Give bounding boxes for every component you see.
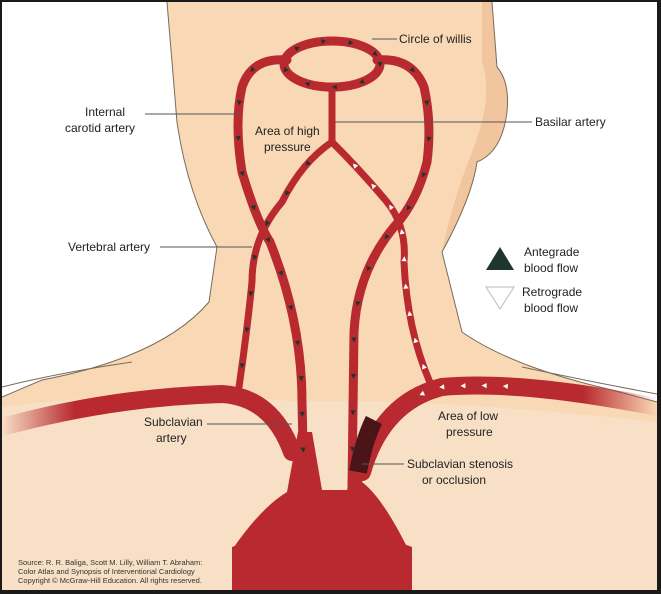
flow-arrow <box>351 337 357 343</box>
left-subclavian-artery <box>2 385 301 461</box>
flow-arrow <box>406 204 412 211</box>
flow-arrow <box>377 61 383 67</box>
label-low-pressure-2: pressure <box>446 425 493 439</box>
flow-arrow <box>352 163 359 169</box>
label-circle-of-willis: Circle of willis <box>399 32 472 46</box>
flow-arrow <box>278 270 284 277</box>
flow-arrow <box>419 390 426 396</box>
flow-arrow <box>299 411 305 417</box>
flow-arrow <box>250 204 256 211</box>
flow-arrow <box>355 300 361 307</box>
label-subclavian-2: artery <box>156 431 187 445</box>
label-internal-carotid-1: Internal <box>85 105 125 119</box>
label-retrograde-1: Retrograde <box>522 285 582 299</box>
right-subclavian-artery <box>353 376 657 481</box>
label-basilar: Basilar artery <box>535 115 606 129</box>
label-internal-carotid-2: carotid artery <box>65 121 135 135</box>
source-line-3: Copyright © McGraw-Hill Education. All r… <box>18 576 202 585</box>
flow-arrow <box>426 136 432 142</box>
flow-arrow <box>371 183 377 190</box>
flow-arrow <box>265 220 271 227</box>
flow-arrow <box>502 383 508 390</box>
flow-arrow <box>421 363 427 370</box>
flow-arrow <box>321 38 327 45</box>
flow-arrow <box>350 373 357 379</box>
flow-arrow <box>294 340 300 346</box>
flow-arrow <box>244 327 250 333</box>
retrograde-triangle-icon <box>485 286 515 310</box>
label-high-pressure-1: Area of high <box>255 124 320 138</box>
label-subclavian-1: Subclavian <box>144 415 203 429</box>
source-citation: Source: R. R. Baliga, Scott M. Lilly, Wi… <box>18 558 202 585</box>
flow-markers <box>235 38 508 453</box>
label-stenosis-1: Subclavian stenosis <box>407 457 513 471</box>
label-antegrade-2: blood flow <box>524 261 578 275</box>
flow-arrow <box>294 46 300 52</box>
flow-arrow <box>239 170 245 177</box>
subclavian-stenosis <box>349 415 383 474</box>
flow-arrow <box>399 229 405 235</box>
flow-arrow <box>239 363 245 369</box>
flow-arrow <box>409 66 415 73</box>
flow-arrow <box>265 236 271 243</box>
flow-arrow <box>413 337 419 344</box>
flow-arrow <box>371 50 378 57</box>
jaw-shadow <box>442 2 508 252</box>
flow-arrow <box>300 447 306 453</box>
right-internal-carotid <box>347 55 434 492</box>
flow-arrow <box>407 310 413 317</box>
flow-arrow <box>366 265 372 272</box>
flow-arrow <box>384 233 390 240</box>
label-antegrade-1: Antegrade <box>524 245 580 259</box>
flow-arrow <box>248 291 254 297</box>
label-low-pressure-1: Area of low <box>438 409 498 423</box>
flow-arrow <box>285 190 290 196</box>
flow-arrow <box>350 410 356 416</box>
flow-arrow <box>287 305 293 311</box>
left-vertebral-artery <box>235 138 336 391</box>
flow-arrow <box>359 78 365 84</box>
flow-arrow <box>403 283 409 289</box>
flow-arrow <box>349 446 356 452</box>
label-stenosis-2: or occlusion <box>422 473 486 487</box>
right-vertebral-artery <box>328 138 436 391</box>
source-line-1: Source: R. R. Baliga, Scott M. Lilly, Wi… <box>18 558 203 567</box>
flow-arrow <box>421 172 427 178</box>
flow-arrow <box>389 204 395 211</box>
flow-arrow <box>424 100 430 106</box>
flow-arrow <box>235 135 241 142</box>
flow-arrow <box>250 66 256 73</box>
flow-arrow <box>304 81 311 87</box>
label-vertebral: Vertebral artery <box>68 240 150 254</box>
neck-outline-right <box>441 2 657 403</box>
shoulder-line-right <box>521 366 657 395</box>
flow-arrow <box>252 254 258 261</box>
flow-arrow <box>401 256 407 262</box>
label-retrograde-2: blood flow <box>524 301 578 315</box>
flow-arrow <box>460 383 466 389</box>
flow-arrow <box>348 39 354 45</box>
flow-arrow <box>236 100 243 106</box>
flow-arrow <box>439 384 445 390</box>
flow-arrow <box>331 84 337 90</box>
flow-arrow <box>283 66 289 73</box>
neck-outline-left <box>2 2 218 398</box>
left-internal-carotid <box>233 55 309 492</box>
label-high-pressure-2: pressure <box>264 140 311 154</box>
flow-arrow <box>298 376 304 382</box>
antegrade-triangle-icon <box>486 247 514 270</box>
flow-arrow <box>305 160 311 166</box>
flow-arrow <box>481 383 487 389</box>
source-line-2: Color Atlas and Synopsis of Intervention… <box>18 567 195 576</box>
aortic-arch-base <box>232 529 412 590</box>
shoulder-line-left <box>2 361 133 388</box>
